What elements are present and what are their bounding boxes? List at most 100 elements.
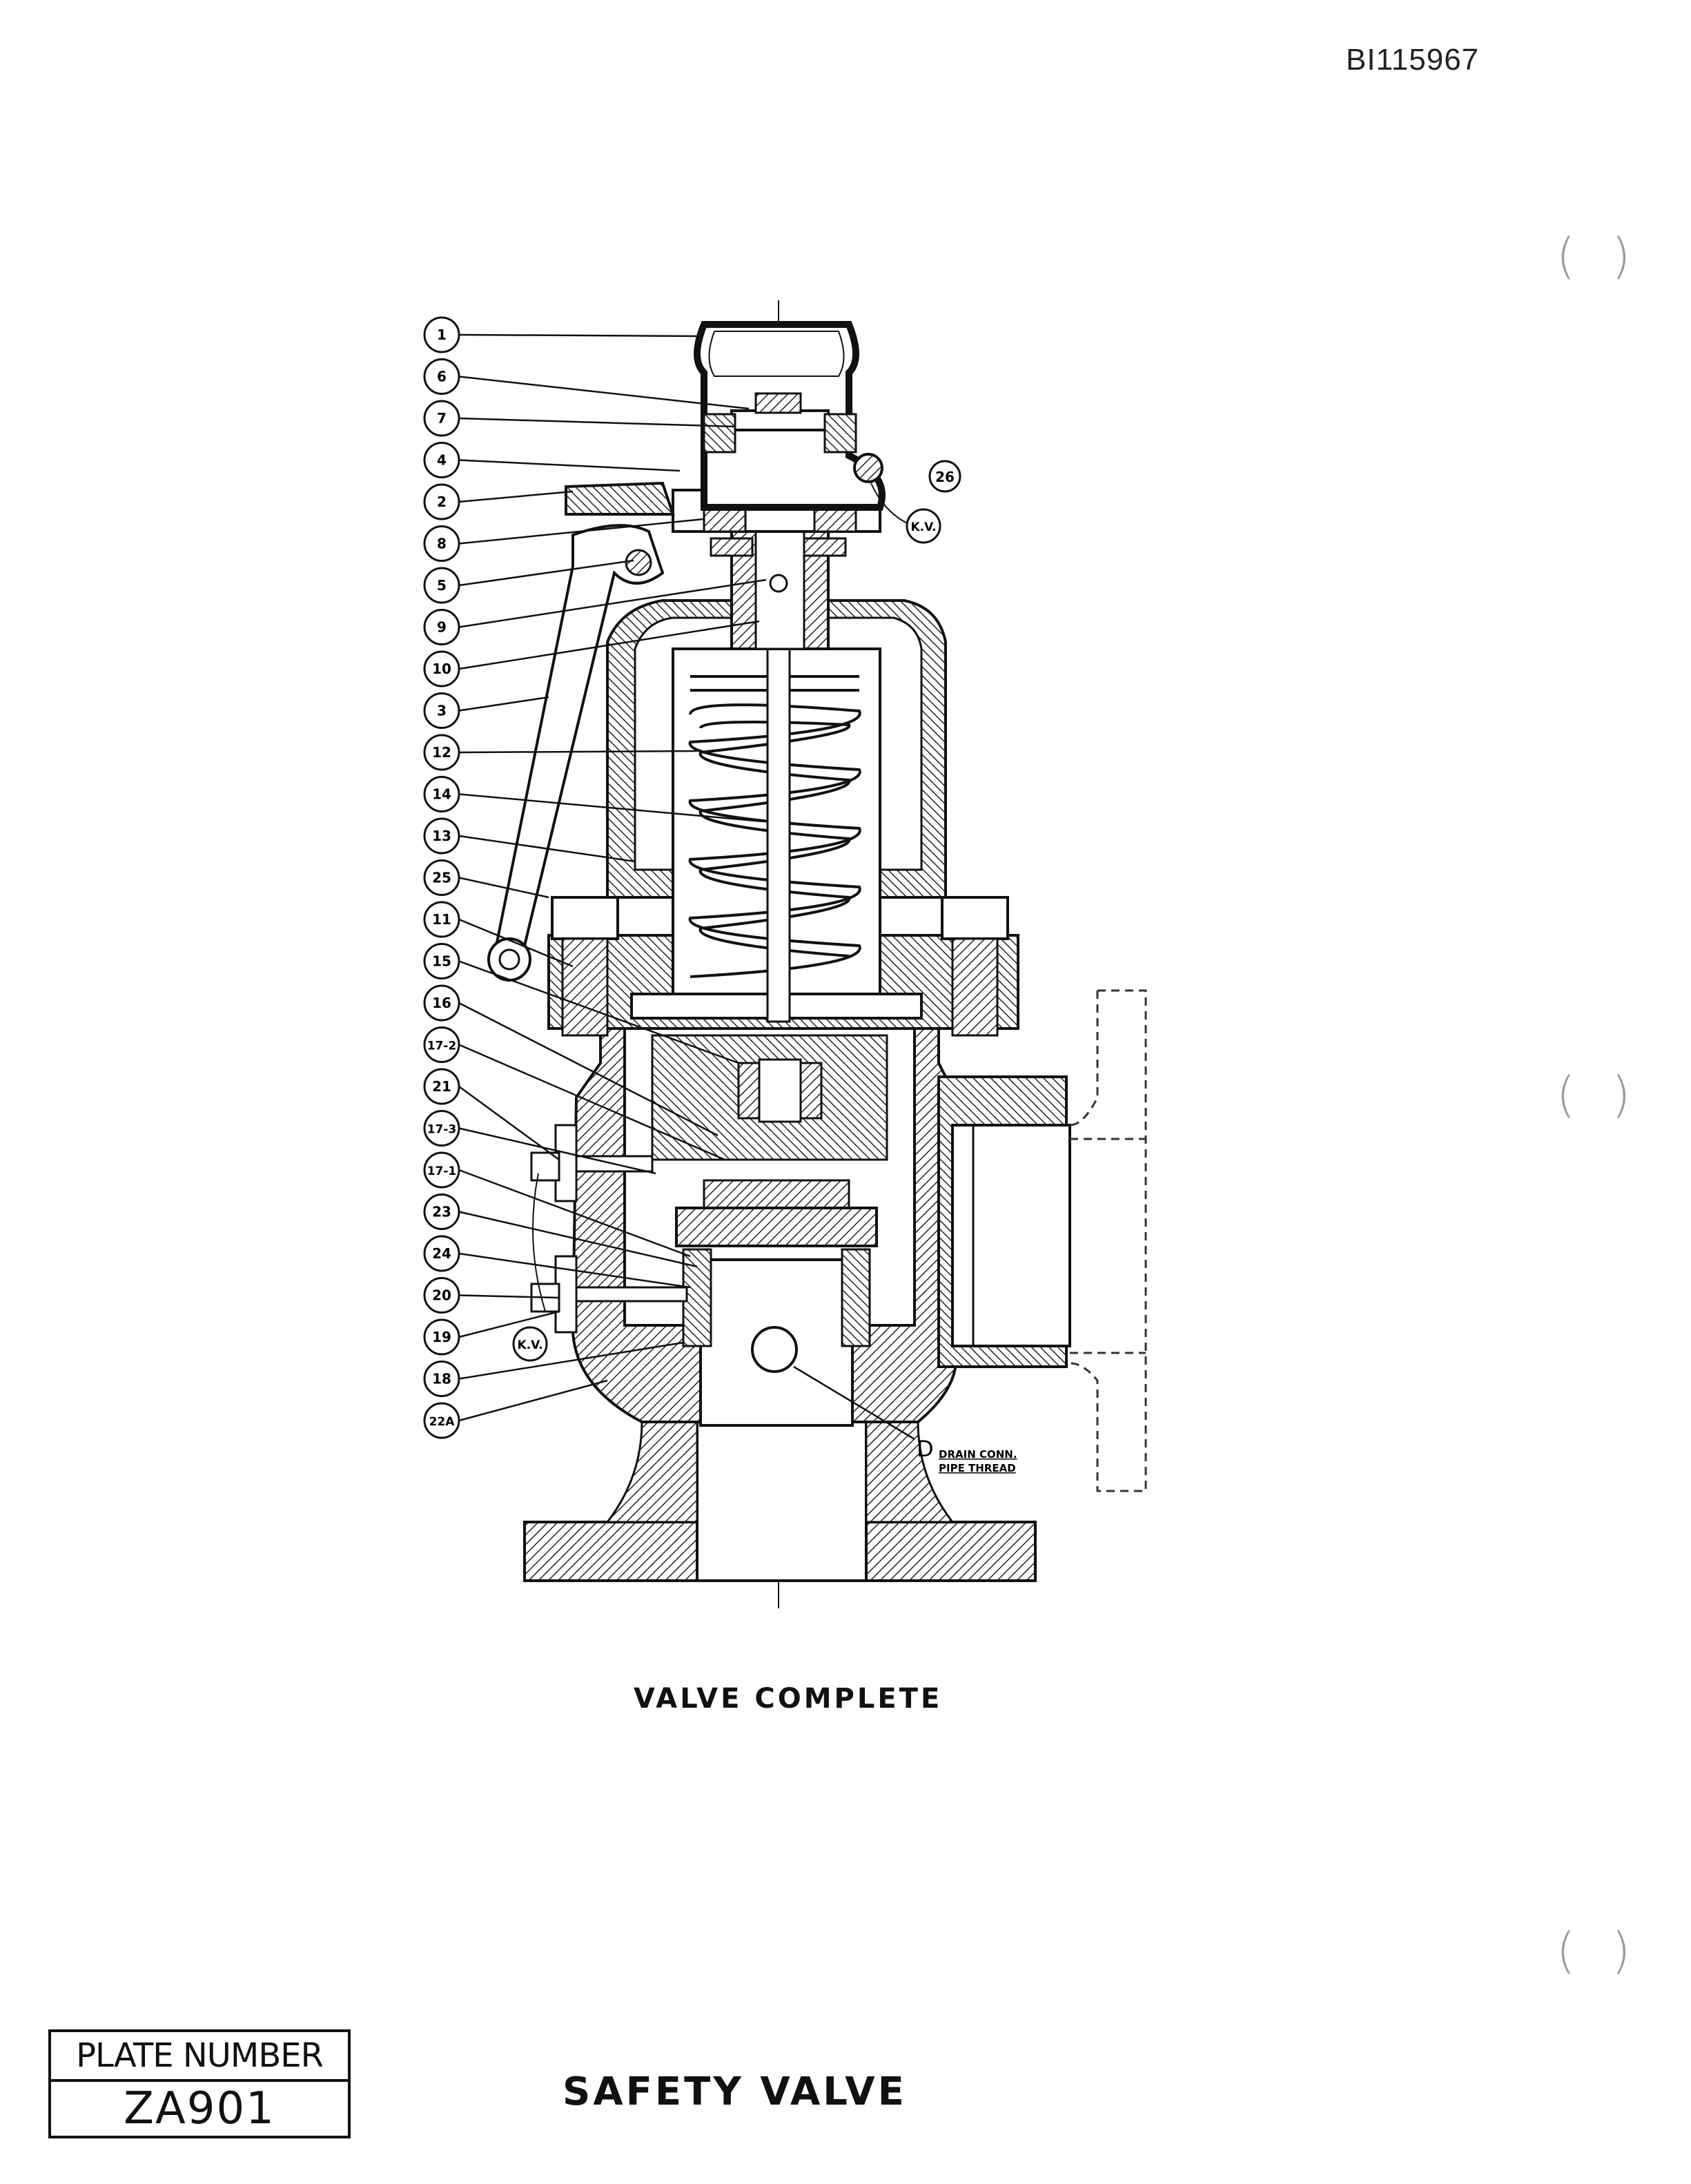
callout-17-2: 17-2 xyxy=(423,1026,725,1161)
caption-valve-complete: VALVE COMPLETE xyxy=(634,1683,943,1715)
callout-17-3: 17-3 xyxy=(423,1110,656,1175)
plate-label: PLATE NUMBER xyxy=(51,2032,348,2082)
callout-label: 1 xyxy=(437,326,447,343)
callout-8: 8 xyxy=(423,518,705,562)
callout-15: 15 xyxy=(423,943,739,1064)
leader-line xyxy=(458,877,549,899)
kv-seal-lower: K.V. xyxy=(512,1173,548,1362)
callout-label: 2 xyxy=(437,494,447,510)
leader-line xyxy=(458,696,549,712)
leader-line xyxy=(458,1211,698,1268)
binder-hole-icon: () xyxy=(1556,1066,1631,1123)
callout-circle xyxy=(423,1068,460,1105)
callout-23: 23 xyxy=(423,1193,698,1268)
kv-lower-label: K.V. xyxy=(517,1338,543,1352)
callout-label: 3 xyxy=(437,703,447,719)
leader-line xyxy=(458,793,763,823)
callout-circle xyxy=(423,1318,460,1356)
callout-label: 22A xyxy=(429,1415,456,1429)
leader-line xyxy=(458,1127,656,1175)
document-id: BI115967 xyxy=(1346,43,1480,77)
callout-label: 16 xyxy=(432,995,451,1011)
leader-line xyxy=(458,620,760,670)
leader-line xyxy=(458,1294,560,1299)
callout-circle xyxy=(423,358,460,395)
outlet-flange-dashed xyxy=(1069,989,1147,1492)
callout-label: 20 xyxy=(432,1287,451,1304)
leader-line xyxy=(458,1252,691,1289)
callout-circle xyxy=(423,1151,460,1189)
callout-label: 9 xyxy=(437,619,447,636)
kv-seal-upper: K.V. xyxy=(870,482,941,544)
callout-2: 2 xyxy=(423,483,574,520)
callout-label: 19 xyxy=(432,1329,451,1345)
callout-circle xyxy=(423,442,460,478)
callout-label: 13 xyxy=(432,828,451,844)
callout-label: 7 xyxy=(437,410,447,427)
leader-line xyxy=(458,578,767,628)
leader-line xyxy=(458,835,636,863)
callout-22A: 22A xyxy=(423,1379,608,1439)
callout-1: 1 xyxy=(423,316,698,353)
callout-7: 7 xyxy=(423,400,736,437)
callout-26: 26 xyxy=(928,460,961,493)
leader-line xyxy=(458,1379,608,1422)
leader-line xyxy=(458,1044,725,1161)
leader-line xyxy=(458,333,698,338)
leader-line xyxy=(458,918,574,968)
callout-label: 23 xyxy=(432,1204,451,1220)
callout-label: 12 xyxy=(432,744,451,761)
drain-letter: D xyxy=(917,1436,934,1462)
callout-circle xyxy=(423,817,460,855)
callout-26-label: 26 xyxy=(935,469,955,485)
binder-hole-icon: () xyxy=(1556,228,1631,284)
valve-disc xyxy=(675,1207,878,1247)
cap-pin xyxy=(853,453,883,483)
callout-12: 12 xyxy=(423,734,698,771)
leader-line xyxy=(458,960,739,1064)
callout-label: 18 xyxy=(432,1371,451,1387)
callout-circle xyxy=(423,1026,460,1063)
callout-circle xyxy=(423,984,460,1022)
leader-line xyxy=(458,376,750,410)
callout-3: 3 xyxy=(423,692,549,729)
leader-line xyxy=(458,1341,684,1380)
drain-note: D DRAIN CONN. PIPE THREAD xyxy=(793,1365,1017,1474)
caption-safety-valve: SAFETY VALVE xyxy=(563,2069,907,2114)
callout-circle xyxy=(423,1110,460,1147)
callout-circle xyxy=(423,1235,460,1272)
leader-line xyxy=(458,417,736,428)
callout-label: 14 xyxy=(432,786,451,803)
callout-label: 17-2 xyxy=(427,1040,457,1053)
leader-line xyxy=(458,518,705,545)
callout-24: 24 xyxy=(423,1235,691,1289)
leader-line xyxy=(458,559,634,587)
callout-circle xyxy=(423,1277,460,1314)
drain-line1: DRAIN CONN. xyxy=(939,1448,1017,1461)
leader-line xyxy=(458,1169,691,1258)
callout-circle xyxy=(423,1402,460,1439)
stud-bolt-left xyxy=(551,896,619,940)
drain-line2: PIPE THREAD xyxy=(939,1462,1016,1474)
callout-label: 8 xyxy=(437,536,447,552)
callout-label: 25 xyxy=(432,870,451,886)
leader-line xyxy=(458,490,574,503)
kv-upper-label: K.V. xyxy=(910,520,936,534)
callout-circle xyxy=(423,316,460,353)
lifting-lever-cam xyxy=(565,481,675,516)
callout-circle xyxy=(423,943,460,979)
outlet-bore xyxy=(951,1124,1071,1347)
callout-label: 17-3 xyxy=(427,1123,457,1137)
callout-13: 13 xyxy=(423,817,636,863)
callout-label: 24 xyxy=(432,1245,451,1262)
callout-circle xyxy=(423,734,460,771)
callout-19: 19 xyxy=(423,1310,560,1356)
callout-label: 21 xyxy=(432,1078,451,1095)
callout-label: 4 xyxy=(437,452,447,469)
leader-line xyxy=(458,750,698,754)
drain-hole xyxy=(751,1326,798,1373)
callout-20: 20 xyxy=(423,1277,560,1314)
callout-9: 9 xyxy=(423,578,767,645)
callout-14: 14 xyxy=(423,776,763,823)
